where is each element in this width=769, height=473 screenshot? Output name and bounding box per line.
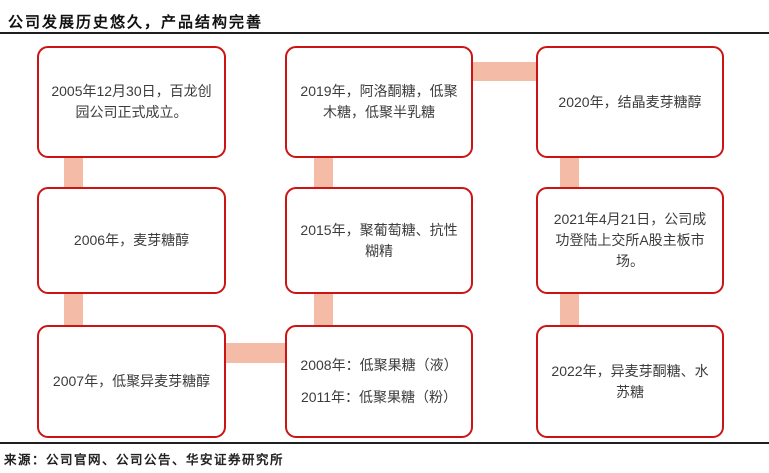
timeline-box-2006: 2006年，麦芽糖醇	[37, 187, 226, 294]
timeline-box-2008-line: 2008年：低聚果糖（液）	[300, 357, 458, 373]
timeline-box-2020: 2020年，结晶麦芽糖醇	[536, 46, 724, 158]
timeline-box-2007-text: 2007年，低聚异麦芽糖醇	[52, 373, 211, 389]
connector-2005-2006	[64, 155, 83, 190]
connector-2019-2020	[471, 62, 538, 81]
timeline-box-2011-line: 2011年：低聚果糖（粉）	[300, 389, 458, 405]
footer-divider-line	[0, 442, 769, 444]
timeline-box-2008-2011: 2008年：低聚果糖（液） 2011年：低聚果糖（粉）	[285, 325, 473, 438]
timeline-box-2019: 2019年，阿洛酮糖，低聚木糖，低聚半乳糖	[285, 46, 473, 158]
timeline-box-2015: 2015年，聚葡萄糖、抗性糊精	[285, 187, 473, 294]
timeline-box-2005-text: 2005年12月30日，百龙创园公司正式成立。	[51, 83, 212, 120]
timeline-box-2021: 2021年4月21日，公司成功登陆上交所A股主板市场。	[536, 187, 724, 294]
timeline-box-2006-text: 2006年，麦芽糖醇	[73, 232, 190, 248]
timeline-box-2005: 2005年12月30日，百龙创园公司正式成立。	[37, 46, 226, 158]
timeline-box-2019-text: 2019年，阿洛酮糖，低聚木糖，低聚半乳糖	[300, 83, 458, 120]
timeline-box-2008-2011-text: 2008年：低聚果糖（液） 2011年：低聚果糖（粉）	[300, 355, 457, 408]
timeline-box-2022: 2022年，异麦芽酮糖、水苏糖	[536, 325, 724, 438]
connector-2008-2015	[314, 292, 333, 327]
timeline-box-2007: 2007年，低聚异麦芽糖醇	[37, 325, 226, 438]
connector-2020-2021	[560, 155, 579, 190]
timeline-box-2015-text: 2015年，聚葡萄糖、抗性糊精	[300, 221, 458, 259]
timeline-box-2021-text: 2021年4月21日，公司成功登陆上交所A股主板市场。	[553, 211, 707, 269]
connector-2021-2022	[560, 292, 579, 327]
connector-2015-2019	[314, 155, 333, 190]
title-divider-line	[0, 32, 769, 34]
timeline-box-2020-text: 2020年，结晶麦芽糖醇	[558, 93, 702, 110]
figure-title: 公司发展历史悠久，产品结构完善	[8, 15, 264, 31]
connector-2007-2008	[224, 343, 287, 363]
source-attribution: 来源：公司官网、公司公告、华安证券研究所	[4, 453, 285, 467]
timeline-box-2022-text: 2022年，异麦芽酮糖、水苏糖	[551, 362, 709, 400]
connector-2006-2007	[64, 292, 83, 327]
